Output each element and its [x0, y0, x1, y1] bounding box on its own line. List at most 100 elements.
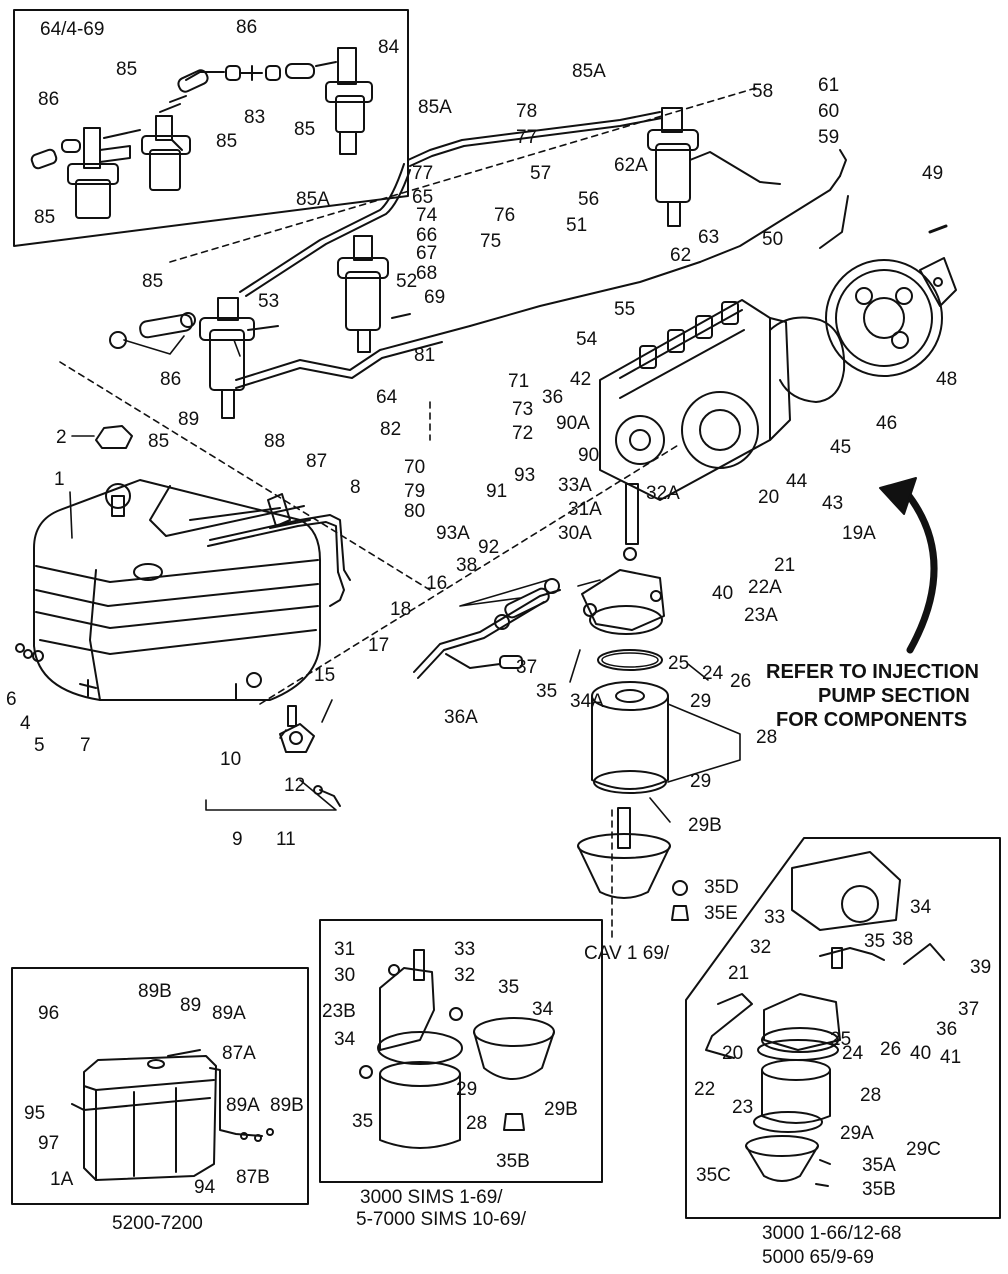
refer-note-line1: REFER TO INJECTION: [766, 661, 979, 683]
inset-bottom-middle-caption-1: 3000 SIMS 1-69/: [360, 1187, 503, 1208]
callout-29B: 29B: [544, 1099, 578, 1120]
callout-38: 38: [892, 929, 914, 950]
callout-28: 28: [860, 1085, 882, 1106]
callout-23: 23: [732, 1097, 754, 1118]
callout-35: 35: [498, 977, 520, 998]
callout-74: 74: [416, 205, 438, 226]
callout-82: 82: [380, 419, 402, 440]
filter-seal-upper-inner: [601, 652, 659, 668]
callout-71: 71: [508, 371, 530, 392]
callout-75: 75: [480, 231, 502, 252]
fuel-line-16: [413, 589, 561, 679]
callout-32: 32: [750, 937, 772, 958]
callout-57: 57: [530, 163, 552, 184]
callout-45: 45: [830, 437, 852, 458]
callout-25: 25: [668, 653, 690, 674]
callout-36A: 36A: [444, 707, 478, 728]
callout-89: 89: [178, 409, 200, 430]
callout-52: 52: [396, 271, 418, 292]
callout-21: 21: [728, 963, 750, 984]
callout-35D: 35D: [704, 877, 739, 898]
callout-18: 18: [390, 599, 412, 620]
callout-85: 85: [142, 271, 164, 292]
callout-29B: 29B: [688, 815, 722, 836]
injection-pump: [599, 299, 791, 501]
drive-gear: [825, 259, 943, 377]
callout-59: 59: [818, 127, 840, 148]
filter-seal-lower: [593, 770, 667, 794]
inset-hoses: [30, 61, 337, 170]
callout-35: 35: [864, 931, 886, 952]
callout-89B: 89B: [138, 981, 172, 1002]
inset-bottom-left-caption: 5200-7200: [112, 1213, 203, 1234]
callout-89A: 89A: [212, 1003, 246, 1024]
callout-88: 88: [264, 431, 286, 452]
callout-20: 20: [758, 487, 780, 508]
callout-1: 1: [54, 469, 65, 490]
callout-20: 20: [722, 1043, 744, 1064]
callout-15: 15: [314, 665, 336, 686]
inset-top-left-frame: [13, 9, 409, 247]
callout-17: 17: [368, 635, 390, 656]
callout-85: 85: [34, 207, 56, 228]
callout-89A: 89A: [226, 1095, 260, 1116]
cav-caption: CAV 1 69/: [584, 943, 670, 964]
inset-top-left-title: 64/4-69: [40, 19, 105, 40]
callout-50: 50: [762, 229, 784, 250]
callout-30: 30: [334, 965, 356, 986]
callout-89B: 89B: [270, 1095, 304, 1116]
callout-63: 63: [698, 227, 720, 248]
callout-48: 48: [936, 369, 958, 390]
callout-29A: 29A: [840, 1123, 874, 1144]
callout-16: 16: [426, 573, 448, 594]
callout-43: 43: [822, 493, 844, 514]
callout-55: 55: [614, 299, 636, 320]
callout-60: 60: [818, 101, 840, 122]
callout-40: 40: [712, 583, 734, 604]
callout-29C: 29C: [906, 1139, 941, 1160]
callout-21: 21: [774, 555, 796, 576]
callout-9: 9: [232, 829, 243, 850]
refer-note-line3: FOR COMPONENTS: [776, 709, 968, 731]
inset-bottom-right-caption-2: 5000 65/9-69: [762, 1247, 874, 1268]
callout-78: 78: [516, 101, 538, 122]
callout-49: 49: [922, 163, 944, 184]
refer-arrow: [902, 488, 938, 654]
inset-sims-filter: [359, 949, 555, 1149]
callout-35E: 35E: [704, 903, 738, 924]
callout-26: 26: [880, 1039, 902, 1060]
callout-40: 40: [910, 1043, 932, 1064]
callout-42: 42: [570, 369, 592, 390]
callout-35: 35: [352, 1111, 374, 1132]
callout-53: 53: [258, 291, 280, 312]
callout-51: 51: [566, 215, 588, 236]
inset-bottom-right-frame: [685, 837, 1001, 1219]
callout-41: 41: [940, 1047, 962, 1068]
callout-85A: 85A: [572, 61, 606, 82]
callout-12: 12: [284, 775, 306, 796]
inset-tank-1A: [71, 1049, 274, 1181]
callout-1A: 1A: [50, 1169, 74, 1190]
callout-85: 85: [294, 119, 316, 140]
callout-24: 24: [842, 1043, 864, 1064]
callout-36: 36: [542, 387, 564, 408]
injector-main-right: [647, 107, 781, 227]
callout-31: 31: [334, 939, 356, 960]
callout-7: 7: [80, 735, 91, 756]
callout-95: 95: [24, 1103, 46, 1124]
callout-54: 54: [576, 329, 598, 350]
leak-off-pipes: [235, 149, 849, 389]
callout-35: 35: [536, 681, 558, 702]
callout-30A: 30A: [558, 523, 592, 544]
callout-44: 44: [786, 471, 808, 492]
callout-65: 65: [412, 187, 434, 208]
filter-bowl-29B: [577, 807, 671, 899]
callout-28: 28: [756, 727, 778, 748]
callout-37: 37: [516, 657, 538, 678]
callout-31A: 31A: [568, 499, 602, 520]
callout-81: 81: [414, 345, 436, 366]
inset-bottom-left-frame: [11, 967, 309, 1205]
callout-29: 29: [690, 771, 712, 792]
callout-35A: 35A: [862, 1155, 896, 1176]
